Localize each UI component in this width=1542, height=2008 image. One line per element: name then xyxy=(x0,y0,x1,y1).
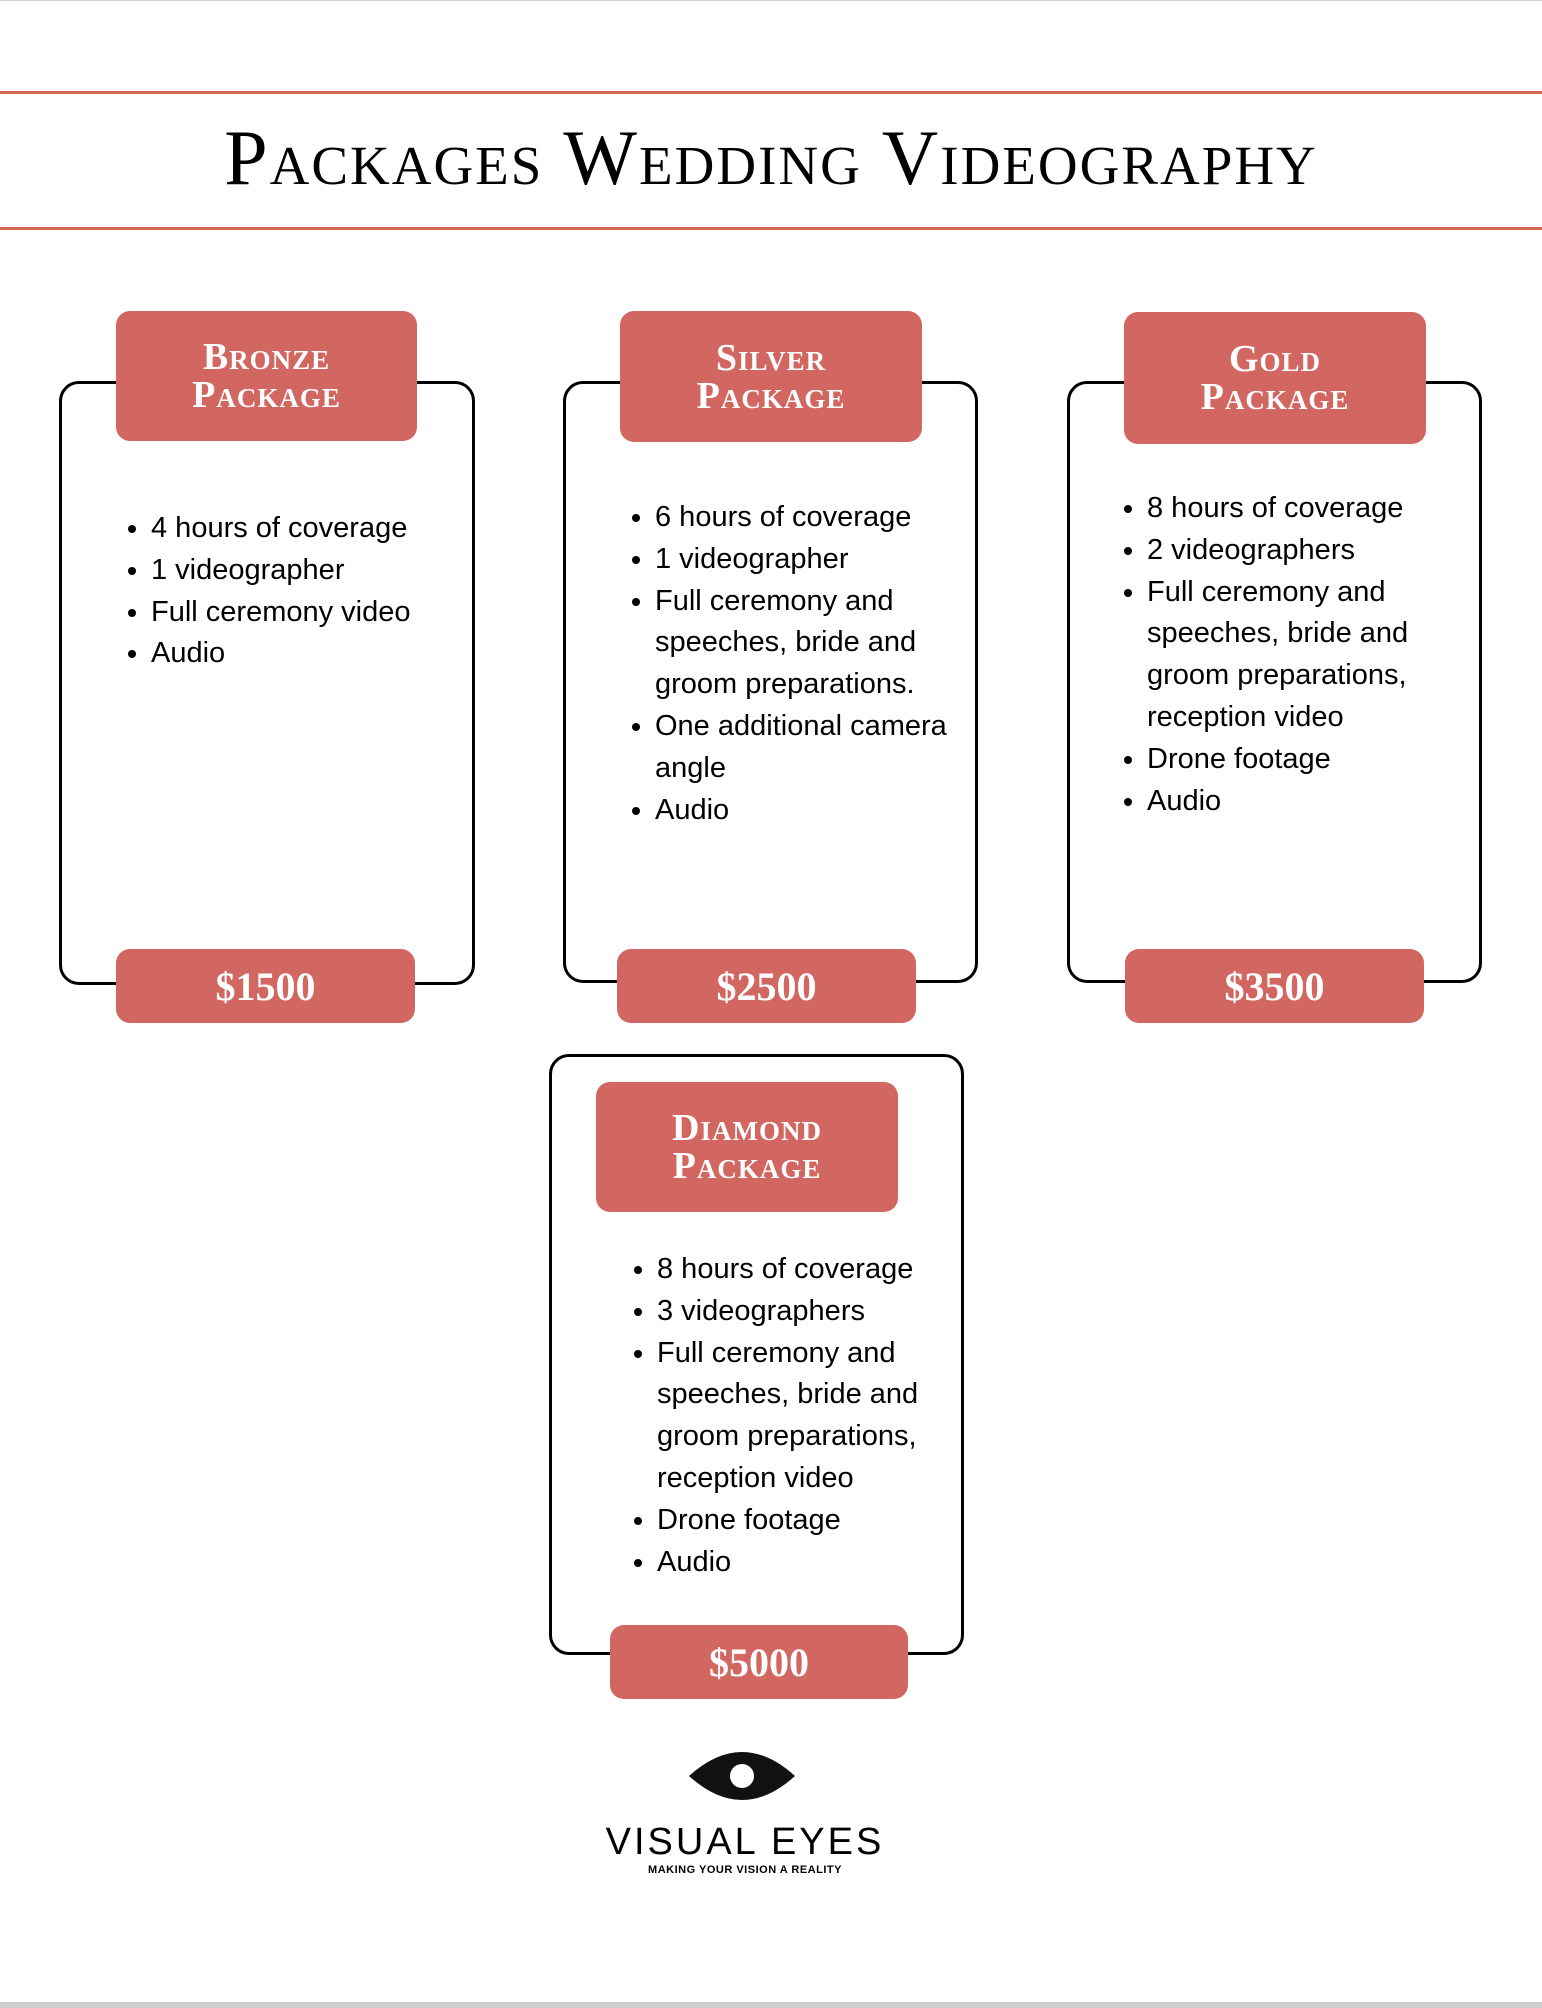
gold-price-badge: $3500 xyxy=(1125,949,1424,1023)
list-item: 3 videographers xyxy=(657,1291,997,1333)
list-item: 2 videographers xyxy=(1147,530,1482,572)
bronze-package-name: Bronze xyxy=(202,336,331,378)
diamond-package-suffix: Package xyxy=(672,1145,822,1187)
list-item: Audio xyxy=(1147,781,1482,823)
title-rule-bottom xyxy=(0,227,1542,230)
diamond-package-name: Diamond xyxy=(672,1107,822,1149)
brand-tagline: MAKING YOUR VISION A REALITY xyxy=(648,1864,842,1876)
silver-price-badge: $2500 xyxy=(617,949,916,1023)
diamond-price-badge: $5000 xyxy=(610,1625,908,1699)
gold-package-card xyxy=(1067,381,1482,983)
list-item: 8 hours of coverage xyxy=(657,1249,997,1291)
brand-name: VISUAL EYES xyxy=(605,1821,885,1863)
list-item: 1 videographer xyxy=(655,539,995,581)
list-item: Full ceremony and speeches, bride and gr… xyxy=(655,581,995,706)
list-item: One additional camera angle xyxy=(655,706,995,790)
list-item: 6 hours of coverage xyxy=(655,497,995,539)
brand-logo: VISUAL EYES MAKING YOUR VISION A REALITY xyxy=(600,1738,942,1878)
silver-package-card xyxy=(563,381,978,983)
list-item: 4 hours of coverage xyxy=(151,508,491,550)
bronze-package-suffix: Package xyxy=(192,374,341,416)
silver-package-label: Silver Package xyxy=(620,311,922,442)
bronze-price-badge: $1500 xyxy=(116,949,415,1023)
diamond-package-label: Diamond Package xyxy=(596,1082,898,1212)
bronze-package-card xyxy=(59,381,475,985)
list-item: 8 hours of coverage xyxy=(1147,488,1482,530)
silver-package-suffix: Package xyxy=(696,374,846,417)
silver-package-name: Silver xyxy=(715,336,827,379)
gold-package-name: Gold xyxy=(1228,338,1322,380)
list-item: Audio xyxy=(151,633,491,675)
bronze-feature-list: 4 hours of coverage 1 videographer Full … xyxy=(117,508,491,675)
page-bottom-border xyxy=(0,2002,1542,2008)
gold-package-suffix: Package xyxy=(1200,376,1350,418)
list-item: Full ceremony video xyxy=(151,592,491,634)
list-item: 1 videographer xyxy=(151,550,491,592)
gold-feature-list: 8 hours of coverage 2 videographers Full… xyxy=(1113,488,1482,822)
page-title: Packages Wedding Videography xyxy=(224,114,1318,201)
page-top-border xyxy=(0,0,1542,1)
list-item: Audio xyxy=(655,790,995,832)
list-item: Full ceremony and speeches, bride and gr… xyxy=(1147,572,1482,739)
silver-feature-list: 6 hours of coverage 1 videographer Full … xyxy=(621,497,995,831)
diamond-feature-list: 8 hours of coverage 3 videographers Full… xyxy=(623,1249,997,1583)
list-item: Full ceremony and speeches, bride and gr… xyxy=(657,1333,997,1500)
list-item: Drone footage xyxy=(657,1500,997,1542)
list-item: Audio xyxy=(657,1542,997,1584)
eye-icon xyxy=(689,1752,795,1800)
bronze-package-label: Bronze Package xyxy=(116,311,417,441)
title-rule-top xyxy=(0,91,1542,94)
gold-package-label: Gold Package xyxy=(1124,312,1426,444)
list-item: Drone footage xyxy=(1147,739,1482,781)
